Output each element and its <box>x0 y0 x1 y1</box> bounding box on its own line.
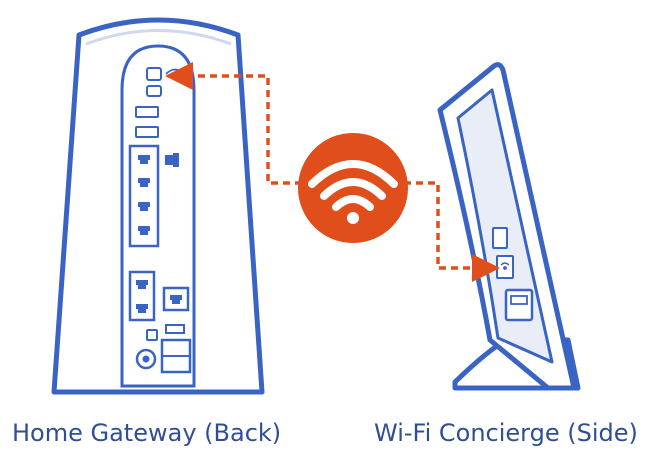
gateway-usb-port-2 <box>135 126 159 138</box>
ethernet-port-icon <box>138 178 150 187</box>
home-gateway-device <box>51 17 265 395</box>
gateway-wan-port-icon <box>165 153 179 167</box>
concierge-button <box>492 227 508 249</box>
link-to-concierge-arrow <box>404 181 500 282</box>
gateway-small-button <box>146 329 158 341</box>
gateway-top-band <box>85 29 232 46</box>
ethernet-port-icon <box>136 280 148 289</box>
ethernet-port-icon <box>136 304 148 313</box>
wifi-concierge-caption: Wi-Fi Concierge (Side) <box>374 419 638 447</box>
connection-links <box>165 62 500 282</box>
home-gateway-caption: Home Gateway (Back) <box>12 419 282 447</box>
gateway-wps-button <box>146 67 162 81</box>
ethernet-port-icon <box>138 202 150 211</box>
gateway-power-switch-top <box>165 324 185 334</box>
gateway-usb-port-1 <box>135 106 159 118</box>
wifi-icon <box>298 133 408 243</box>
concierge-usb-port <box>504 288 534 322</box>
gateway-lan-ports <box>138 155 150 235</box>
wifi-badge-circle <box>298 133 408 243</box>
ethernet-port-icon <box>138 226 150 235</box>
ethernet-port-icon <box>170 295 182 304</box>
wifi-port-icon <box>500 262 510 270</box>
link-to-gateway-arrow <box>165 62 302 185</box>
gateway-phone-ports <box>128 270 190 322</box>
wifi-concierge-device <box>437 62 581 391</box>
ethernet-port-icon <box>138 155 150 164</box>
gateway-reset-button <box>146 85 162 97</box>
